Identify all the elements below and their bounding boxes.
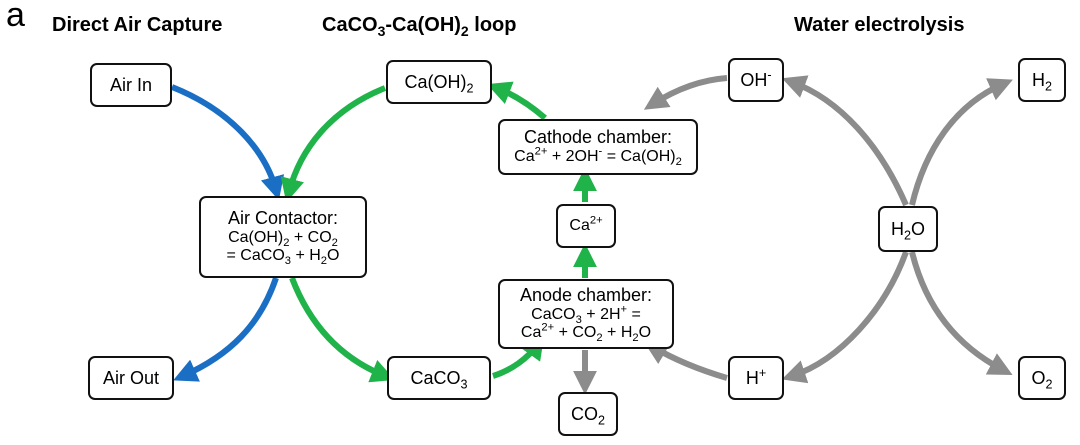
node-caco3: CaCO3 — [387, 356, 491, 400]
node-h-plus: H+ — [728, 356, 784, 400]
arrow-contactor-to-air-out — [173, 277, 279, 382]
arrow-oh-to-cathode — [643, 75, 728, 110]
node-co2: CO2 — [558, 392, 618, 436]
arrow-h2o-to-hplus — [781, 250, 909, 384]
node-h2: H2 — [1018, 58, 1066, 102]
node-caoh2: Ca(OH)2 — [386, 60, 492, 104]
header-water-electrolysis: Water electrolysis — [794, 14, 965, 36]
arrow-contactor-to-caco3 — [289, 276, 396, 383]
arrow-air-in-to-contactor — [170, 84, 285, 201]
node-air-in: Air In — [90, 63, 172, 107]
arrow-h2o-to-oh — [781, 75, 909, 207]
arrow-caoh2-to-contactor — [280, 85, 387, 203]
node-oh-minus: OH- — [728, 58, 784, 102]
arrow-cathode-to-caoh2 — [486, 81, 547, 121]
node-ca2plus: Ca2+ — [556, 204, 616, 248]
arrow-hplus-to-anode — [643, 341, 728, 381]
arrow-h2o-to-h2 — [909, 78, 1013, 206]
node-air-contactor: Air Contactor: Ca(OH)2 + CO2 = CaCO3 + H… — [199, 196, 367, 278]
panel-label: a — [6, 0, 25, 34]
node-cathode-chamber: Cathode chamber: Ca2+ + 2OH- = Ca(OH)2 — [498, 119, 698, 175]
node-h2o: H2O — [878, 206, 938, 252]
node-o2: O2 — [1018, 356, 1066, 400]
node-anode-chamber: Anode chamber: CaCO3 + 2H+ = Ca2+ + CO2 … — [498, 279, 674, 349]
node-air-out: Air Out — [88, 356, 174, 400]
arrow-h2o-to-o2 — [909, 251, 1013, 375]
header-direct-air-capture: Direct Air Capture — [52, 14, 223, 36]
header-caco3-caoh2-loop: CaCO3-Ca(OH)2 loop — [322, 14, 517, 39]
